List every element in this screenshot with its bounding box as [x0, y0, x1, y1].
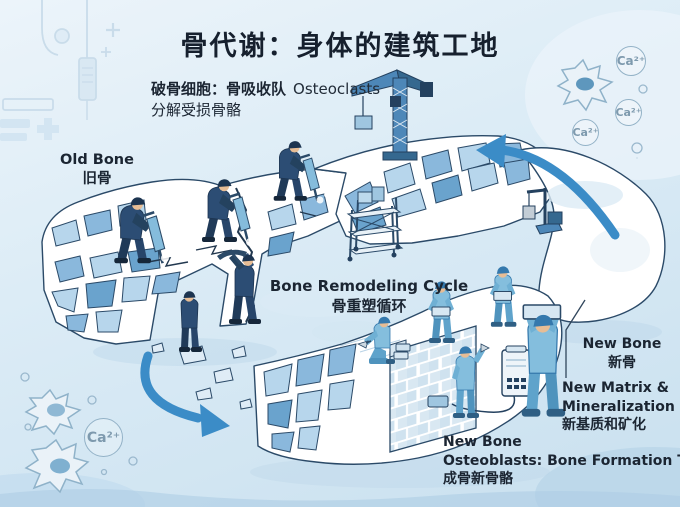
new-bone-right-en: New Bone	[582, 336, 662, 352]
osteocyte-cell-top-right	[556, 58, 614, 112]
label-new-matrix: New Matrix & Mineralization 新基质和矿化	[562, 379, 675, 435]
cycle-arrow-top	[476, 134, 620, 240]
old-bone-mass	[41, 168, 353, 345]
new-bone-mass	[518, 147, 666, 323]
osteoclasts-zh: 破骨细胞：骨吸收队	[151, 80, 287, 98]
bandage-icon	[0, 98, 54, 141]
old-bone-zh: 旧骨	[82, 171, 112, 187]
medical-doodles	[0, 0, 120, 141]
impact-dust	[161, 193, 328, 262]
osteoclasts-sub: 分解受损骨骼	[151, 101, 242, 119]
label-osteoclasts: 破骨细胞：骨吸收队 Osteoclasts 分解受损骨骼	[151, 79, 380, 121]
osteocyte-cell-bottom-left-2	[24, 438, 90, 494]
plus-icon	[101, 23, 120, 57]
cycle-zh: 骨重塑循环	[331, 297, 407, 315]
cycle-en: Bone Remodeling Cycle	[269, 277, 469, 295]
syringe-icon	[78, 57, 97, 120]
label-new-bone-right: New Bone 新骨	[583, 335, 662, 373]
label-leader-line	[565, 299, 586, 378]
label-remodeling-cycle: Bone Remodeling Cycle 骨重塑循环	[270, 276, 468, 316]
new-matrix-en2: Mineralization	[562, 398, 675, 415]
label-osteoblasts: New Bone Osteoblasts: Bone Formation Tea…	[443, 433, 680, 489]
osteocyte-cell-bottom-left-1	[24, 388, 82, 436]
page-title: 骨代谢：身体的建筑工地	[180, 31, 500, 62]
calcium-ion-badge: Ca²⁺	[84, 418, 123, 457]
osteoblasts-en1: New Bone	[443, 434, 522, 450]
mixer-machine-icon	[427, 345, 531, 413]
ground-shadows	[93, 287, 662, 488]
osteoblasts-en2: Osteoblasts: Bone Formation Team	[443, 452, 680, 469]
new-matrix-en1: New Matrix &	[562, 380, 669, 396]
jib-hoist-icon	[522, 188, 563, 235]
bubble-decor	[20, 84, 648, 476]
medical-cross-icon	[37, 118, 59, 140]
tower-crane-icon	[351, 69, 433, 161]
calcium-ion-badge: Ca²⁺	[616, 46, 646, 76]
label-old-bone: Old Bone 旧骨	[60, 151, 134, 189]
osteoblasts-zh: 成骨新骨骼	[443, 471, 513, 487]
osteoclasts-en: Osteoclasts	[293, 80, 381, 98]
new-bone-right-zh: 新骨	[608, 355, 636, 371]
calcium-ion-badge: Ca²⁺	[615, 99, 642, 126]
calcium-ion-badge: Ca²⁺	[572, 119, 599, 146]
old-bone-en: Old Bone	[60, 152, 134, 168]
scaffold-icon	[346, 186, 404, 262]
cycle-arrow-bottom	[140, 351, 230, 437]
new-matrix-zh: 新基质和矿化	[562, 417, 646, 433]
